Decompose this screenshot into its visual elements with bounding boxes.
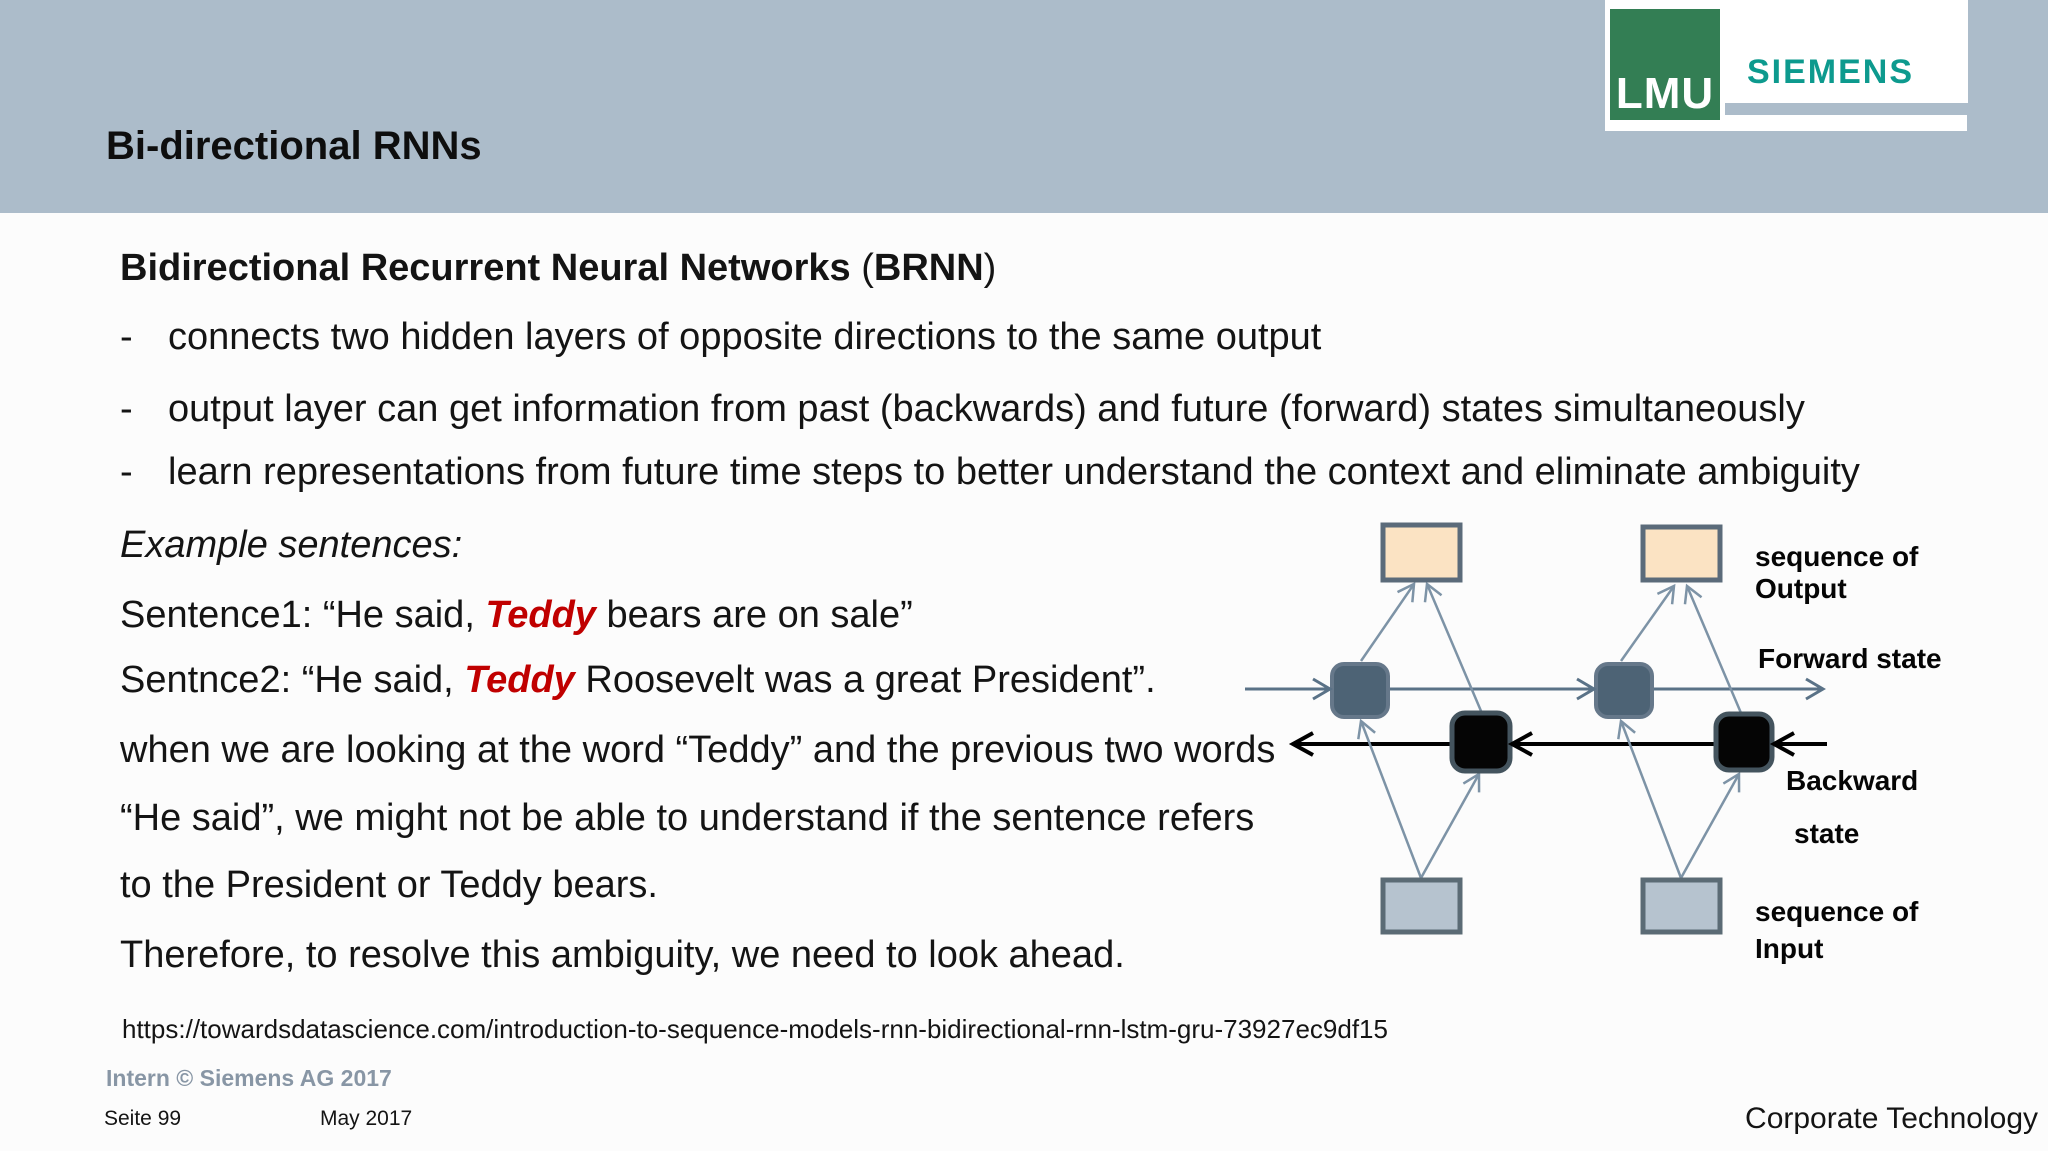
bullet-text: connects two hidden layers of opposite d… [168,316,1322,358]
label-backward-state-1: Backward [1786,765,1919,796]
label-sequence-of-input-2: Input [1755,933,1824,964]
arrow-input2-backward2 [1679,771,1741,879]
arrow-backward1-output1 [1423,581,1483,712]
label-backward-state-2: state [1794,818,1860,849]
label-sequence-of-input-1: sequence of [1755,896,1919,927]
sentence-2: Sentnce2: “He said, Teddy Roosevelt was … [120,661,1156,699]
arrow-backward2-output2 [1683,583,1743,714]
heading-normal-2: ) [983,247,997,289]
footer-classification: Intern © Siemens AG 2017 [106,1065,392,1091]
sentence-1: Sentence1: “He said, Teddy bears are on … [120,596,913,634]
lmu-logo: LMU [1610,9,1720,120]
arrow-input2-forward2 [1617,718,1683,879]
output-node-1 [1380,522,1463,583]
paragraph-line: when we are looking at the word “Teddy” … [120,729,1276,771]
teddy-highlight: Teddy [485,594,596,636]
forward-node-2 [1594,662,1654,719]
bullet-dash: - [120,388,133,430]
example-label: Example sentences: [120,524,463,566]
forward-node-1 [1330,662,1390,719]
paragraph-line: Therefore, to resolve this ambiguity, we… [120,934,1125,976]
content-heading: Bidirectional Recurrent Neural Networks … [120,249,996,287]
arrow-forward1-output1 [1359,581,1416,662]
logo-underline-bar [1725,115,1967,131]
backward-node-1 [1449,710,1513,774]
footer-page-number: Seite 99 [104,1107,182,1130]
teddy-highlight: Teddy [464,659,575,701]
heading-bold-1: Bidirectional Recurrent Neural Networks [120,247,851,289]
sentence-2-pre: Sentnce2: “He said, [120,659,465,701]
paragraph-line: to the President or Teddy bears. [120,864,658,906]
sentence-1-pre: Sentence1: “He said, [120,594,486,636]
arrow-input1-backward1 [1419,771,1481,879]
input-node-1 [1380,877,1463,935]
heading-normal-1: ( [850,247,874,289]
lmu-logo-text: LMU [1615,69,1715,118]
paragraph-line: “He said”, we might not be able to under… [120,797,1255,839]
bullet-item: -output layer can get information from p… [120,390,1805,428]
brnn-diagram [1245,522,1827,935]
sentence-1-post: bears are on sale” [595,594,913,636]
footer-department: Corporate Technology [1745,1102,2038,1135]
heading-bold-2: BRNN [873,247,984,289]
bullet-text: output layer can get information from pa… [168,388,1805,430]
backward-node-2 [1713,711,1775,773]
bullet-dash: - [120,451,133,493]
bullet-text: learn representations from future time s… [168,451,1860,493]
sentence-2-post: Roosevelt was a great President”. [574,659,1156,701]
label-sequence-of-output-2: Output [1755,573,1847,604]
label-forward-state: Forward state [1758,643,1942,674]
bullet-item: -connects two hidden layers of opposite … [120,318,1321,356]
siemens-logo: SIEMENS [1747,53,1915,91]
input-node-2 [1640,877,1723,935]
slide-title: Bi-directional RNNs [106,124,482,168]
bullet-item: -learn representations from future time … [120,453,1860,491]
bullet-dash: - [120,316,133,358]
arrow-input1-forward1 [1357,718,1423,879]
source-url: https://towardsdatascience.com/introduct… [122,1014,1388,1044]
arrow-forward2-output2 [1619,583,1676,662]
label-sequence-of-output-1: sequence of [1755,541,1919,572]
footer-date: May 2017 [320,1107,413,1130]
output-node-2 [1640,524,1723,583]
